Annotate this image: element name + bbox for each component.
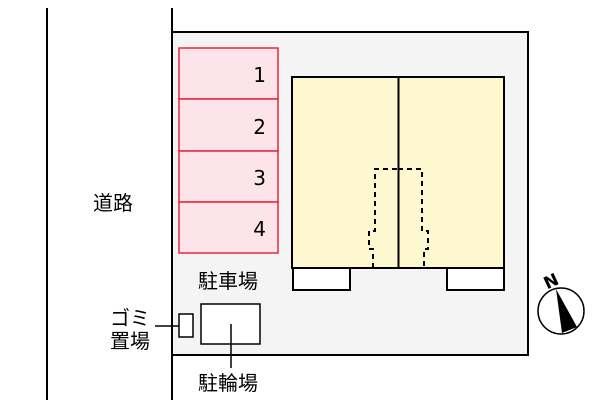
parking-area: 1 2 3 4: [178, 47, 279, 254]
parking-label: 駐車場: [198, 269, 258, 293]
bicycle-parking-label: 駐輪場: [198, 371, 258, 395]
parking-number: 2: [253, 115, 266, 139]
building: [291, 76, 505, 291]
balcony-right: [446, 267, 505, 291]
parking-number: 1: [253, 63, 266, 87]
parking-space-4: [178, 201, 279, 254]
entrance-dashed-outline: [368, 168, 429, 268]
parking-space-1: [178, 47, 279, 100]
north-compass-icon: N: [537, 270, 585, 335]
garbage-area: [178, 313, 194, 338]
road-label: 道路: [93, 191, 133, 215]
parking-space-3: [178, 150, 279, 203]
parking-number: 3: [253, 166, 266, 190]
garbage-label-line1: ゴミ: [110, 306, 150, 330]
garbage-label-line2: 置場: [110, 329, 150, 353]
balcony-left: [292, 267, 351, 291]
parking-number: 4: [253, 217, 266, 241]
parking-space-2: [178, 98, 279, 152]
